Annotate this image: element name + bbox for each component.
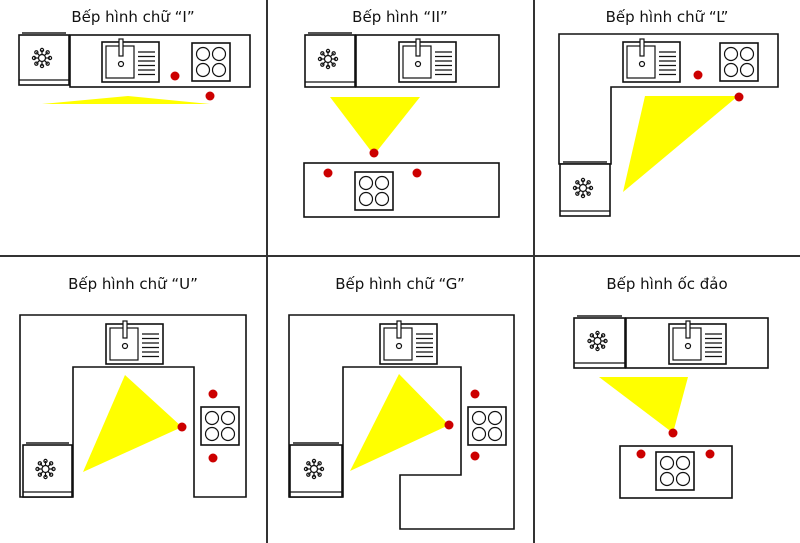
stove-icon (467, 406, 507, 446)
snowflake-icon (22, 442, 73, 498)
sink-icon (398, 38, 457, 83)
layout-l: Bếp hình chữ “L” (534, 0, 800, 255)
sink-icon (622, 38, 681, 83)
work-point (734, 92, 744, 102)
work-triangle (330, 97, 420, 155)
grid-divider-horizontal (0, 255, 800, 257)
work-point (636, 449, 646, 459)
counter (303, 162, 500, 218)
work-point (369, 148, 379, 158)
layout-island: Bếp hình ốc đảo (534, 257, 800, 543)
snowflake-icon (289, 442, 343, 498)
work-point (668, 428, 678, 438)
work-triangle (599, 377, 688, 433)
work-point (444, 420, 454, 430)
work-point (208, 453, 218, 463)
work-point (412, 168, 422, 178)
layout-g: Bếp hình chữ “G” (267, 257, 533, 543)
work-triangle (350, 374, 449, 471)
layout-title: Bếp hình ốc đảo (606, 275, 728, 293)
work-point (693, 70, 703, 80)
work-point (323, 168, 333, 178)
sink-icon (101, 38, 160, 83)
layout-title: Bếp hình “II” (352, 8, 448, 26)
layout-i: Bếp hình chữ “I” (0, 0, 266, 255)
grid-divider-vertical-2 (533, 0, 535, 543)
work-point (177, 422, 187, 432)
sink-icon (668, 320, 727, 365)
work-point (208, 389, 218, 399)
work-triangle (42, 96, 210, 104)
layout-title: Bếp hình chữ “U” (68, 275, 198, 293)
work-triangle (83, 375, 182, 472)
work-point (705, 449, 715, 459)
layout-i-diagram (18, 32, 251, 104)
layout-title: Bếp hình chữ “I” (71, 8, 195, 26)
snowflake-icon (573, 315, 626, 369)
work-triangle (623, 96, 738, 192)
work-point (205, 91, 215, 101)
work-point (470, 451, 480, 461)
layout-ii: Bếp hình “II” (267, 0, 533, 255)
sink-icon (379, 320, 438, 365)
snowflake-icon (18, 32, 70, 86)
stove-icon (655, 451, 695, 491)
layout-u: Bếp hình chữ “U” (0, 257, 266, 543)
layout-island-diagram (573, 315, 769, 499)
layout-u-diagram (19, 314, 247, 498)
layout-g-diagram (288, 314, 515, 530)
layout-title: Bếp hình chữ “G” (335, 275, 465, 293)
snowflake-icon (304, 32, 356, 88)
sink-icon (105, 320, 164, 365)
stove-icon (191, 42, 231, 82)
layout-title: Bếp hình chữ “L” (605, 8, 729, 26)
work-point (470, 389, 480, 399)
snowflake-icon (559, 161, 611, 217)
stove-icon (200, 406, 240, 446)
layout-ii-diagram (303, 32, 500, 218)
stove-icon (719, 42, 759, 82)
work-point (170, 71, 180, 81)
grid-divider-vertical-1 (266, 0, 268, 543)
layout-l-diagram (558, 33, 779, 217)
stove-icon (354, 171, 394, 211)
